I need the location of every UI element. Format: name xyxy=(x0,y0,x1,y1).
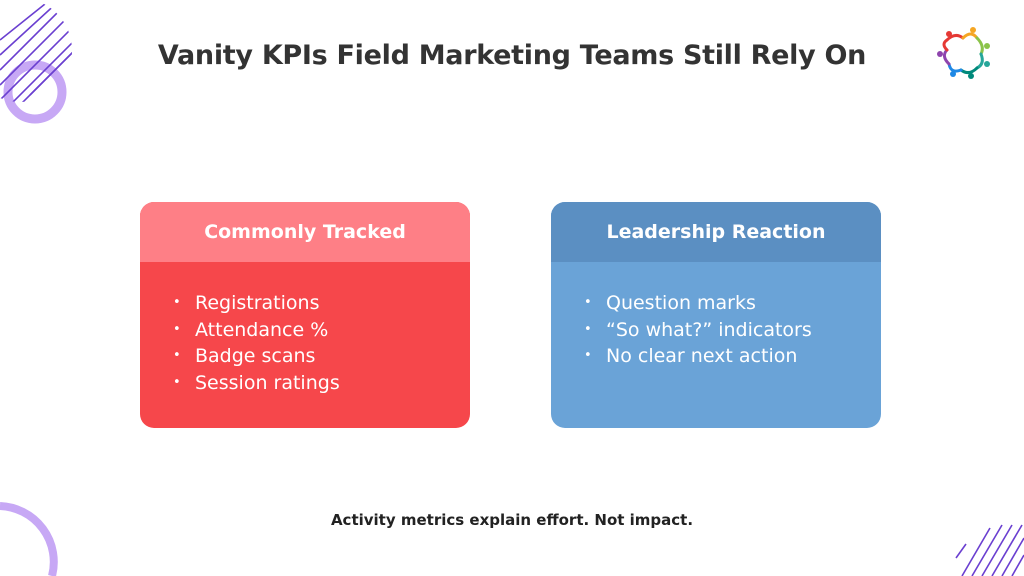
bullet-list: Question marks “So what?” indicators No … xyxy=(551,262,881,370)
bullet-list: Registrations Attendance % Badge scans S… xyxy=(140,262,470,396)
list-item: Badge scans xyxy=(173,343,470,370)
list-item: Attendance % xyxy=(173,317,470,344)
list-item: Registrations xyxy=(173,290,470,317)
list-item: No clear next action xyxy=(584,343,881,370)
stripes-decoration-bottom-right xyxy=(955,524,1024,576)
ring-decoration-bottom-left xyxy=(0,502,58,576)
page-title: Vanity KPIs Field Marketing Teams Still … xyxy=(157,40,867,71)
list-item: “So what?” indicators xyxy=(584,317,881,344)
logo-icon xyxy=(937,27,990,79)
footer-caption: Activity metrics explain effort. Not imp… xyxy=(330,511,694,529)
leadership-reaction-card: Leadership Reaction Question marks “So w… xyxy=(551,202,881,428)
list-item: Question marks xyxy=(584,290,881,317)
card-heading: Leadership Reaction xyxy=(551,202,881,262)
stripes-decoration-top-left xyxy=(0,0,72,124)
card-heading: Commonly Tracked xyxy=(140,202,470,262)
list-item: Session ratings xyxy=(173,370,470,397)
commonly-tracked-card: Commonly Tracked Registrations Attendanc… xyxy=(140,202,470,428)
ring-decoration xyxy=(3,60,67,124)
